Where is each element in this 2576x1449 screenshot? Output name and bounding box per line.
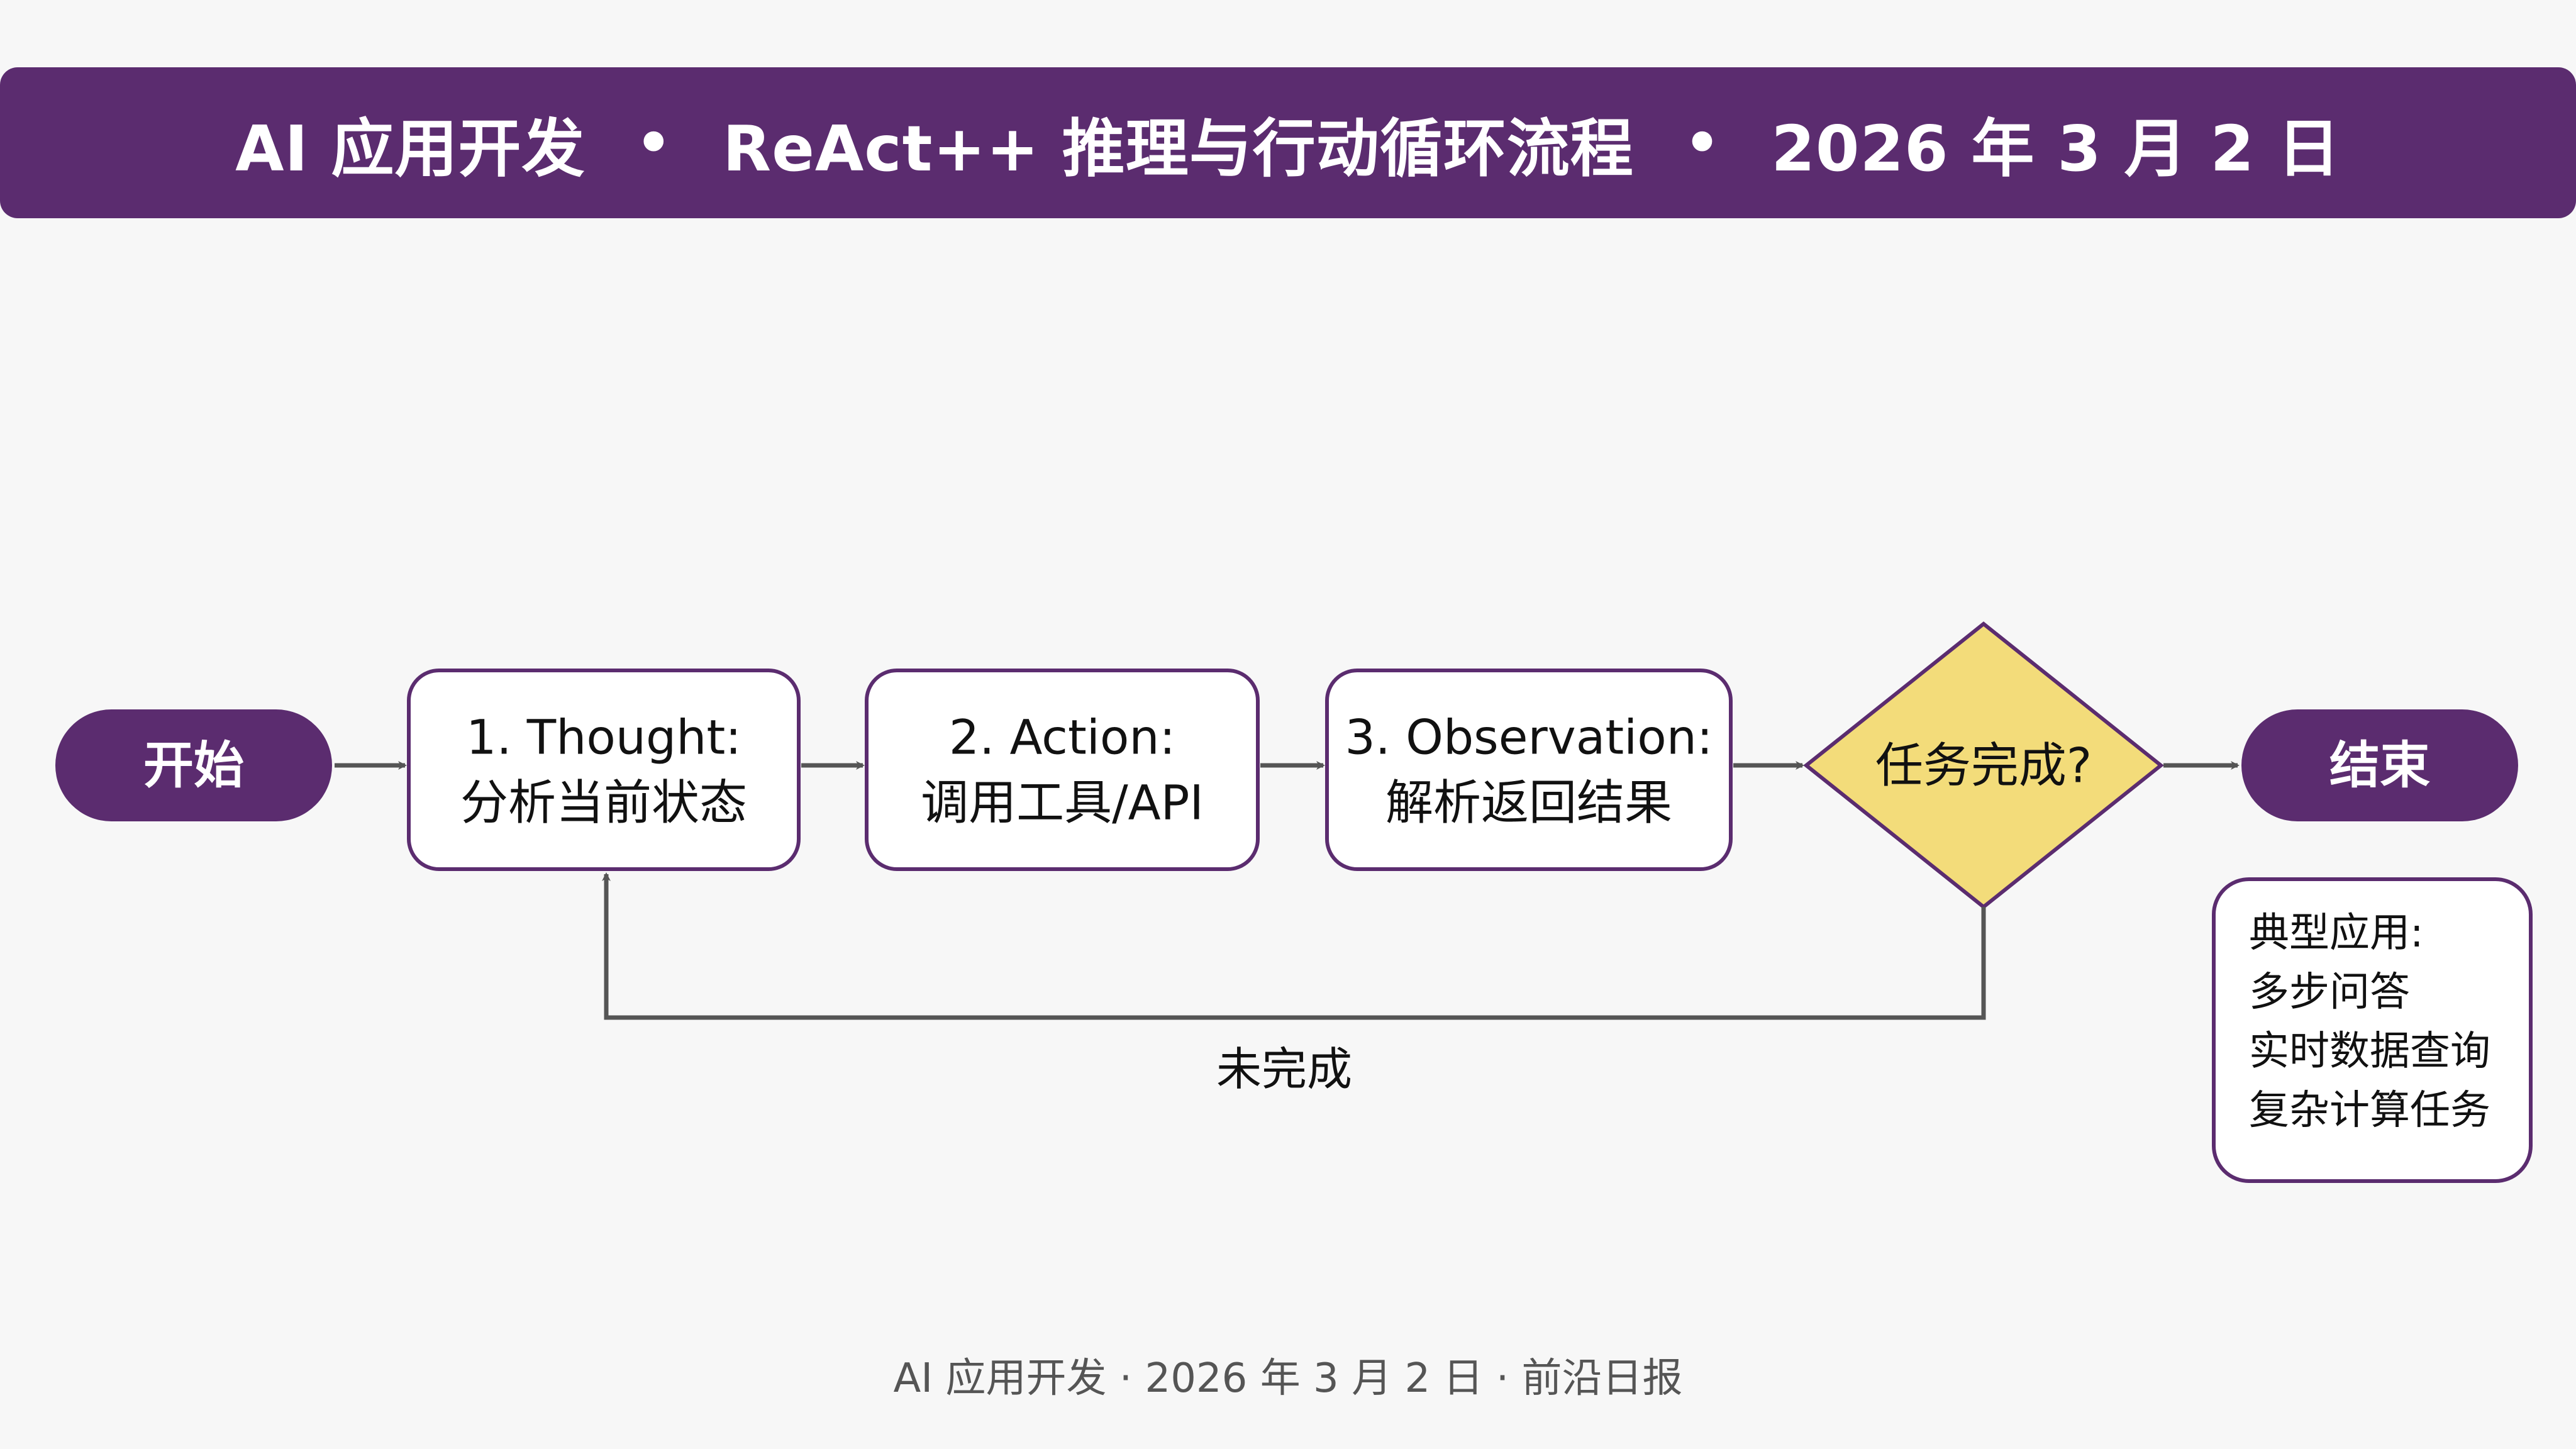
- observation-node: 3. Observation: 解析返回结果: [1325, 669, 1733, 871]
- observation-desc: 解析返回结果: [1385, 775, 1672, 831]
- observation-title: 3. Observation:: [1345, 709, 1713, 765]
- note-item: 实时数据查询: [2249, 1028, 2490, 1075]
- note-item: 复杂计算任务: [2249, 1087, 2490, 1134]
- start-node: 开始: [55, 709, 332, 821]
- end-label: 结束: [2329, 736, 2430, 795]
- header-banner: AI 应用开发 • ReAct++ 推理与行动循环流程 • 2026 年 3 月…: [0, 67, 2576, 218]
- decision-label: 任务完成?: [1875, 738, 2092, 794]
- note-title: 典型应用:: [2249, 910, 2424, 957]
- note-item: 多步问答: [2249, 969, 2410, 1016]
- footer-caption: AI 应用开发 · 2026 年 3 月 2 日 · 前沿日报: [893, 1355, 1683, 1402]
- start-label: 开始: [143, 736, 244, 795]
- thought-desc: 分析当前状态: [460, 775, 747, 831]
- header-title: ReAct++ 推理与行动循环流程: [723, 111, 1634, 186]
- note-box: 典型应用: 多步问答 实时数据查询 复杂计算任务: [2212, 877, 2533, 1183]
- loop-label: 未完成: [1216, 1043, 1352, 1096]
- arrow-loop-back: [602, 872, 1986, 1020]
- header-separator: •: [1684, 109, 1721, 176]
- header-date: 2026 年 3 月 2 日: [1771, 111, 2341, 186]
- header-separator: •: [635, 109, 673, 176]
- action-desc: 调用工具/API: [921, 775, 1204, 831]
- thought-title: 1. Thought:: [466, 709, 741, 765]
- decision-node: 任务完成?: [1803, 621, 2164, 909]
- action-title: 2. Action:: [949, 709, 1175, 765]
- header-category: AI 应用开发: [235, 111, 586, 186]
- end-node: 结束: [2241, 709, 2518, 821]
- action-node: 2. Action: 调用工具/API: [865, 669, 1260, 871]
- thought-node: 1. Thought: 分析当前状态: [407, 669, 801, 871]
